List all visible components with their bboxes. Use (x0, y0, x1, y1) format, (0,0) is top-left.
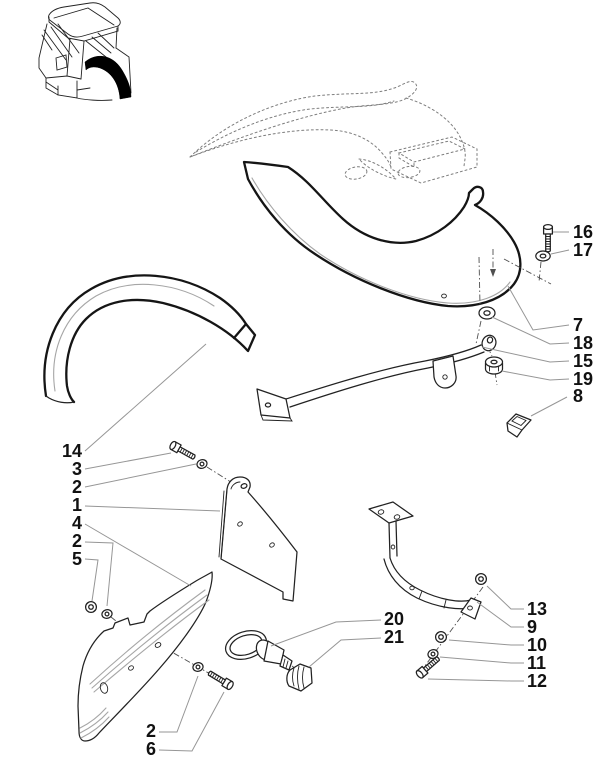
leader-line-6 (158, 691, 225, 752)
leader-line-5 (84, 558, 99, 602)
nut-19 (484, 356, 504, 375)
leader-line-17 (550, 249, 570, 255)
fender-right (242, 160, 522, 308)
callout-19[interactable]: 19 (573, 369, 593, 389)
fender-bolt-hole (441, 293, 447, 299)
callout-7[interactable]: 7 (573, 315, 583, 335)
leader-line-14 (84, 343, 207, 452)
bolt-12 (414, 654, 442, 680)
callout-20[interactable]: 20 (384, 609, 404, 629)
washer-2b (100, 607, 114, 621)
leader-line-11 (439, 656, 524, 664)
leader-line-12 (427, 678, 524, 682)
callout-21[interactable]: 21 (384, 627, 404, 647)
highlighted-fender (84, 55, 132, 100)
callout-11[interactable]: 11 (527, 653, 546, 673)
callout-16[interactable]: 16 (573, 222, 593, 242)
arrow-down (490, 269, 496, 277)
leader-line-2c (159, 675, 199, 733)
leader-line-3 (84, 452, 172, 470)
callout-2b[interactable]: 2 (72, 531, 82, 551)
callout-14[interactable]: 14 (62, 441, 82, 461)
extension-panel (77, 571, 213, 742)
callout-9[interactable]: 9 (527, 617, 537, 637)
leader-line-9 (476, 601, 524, 628)
bolt-6 (205, 668, 236, 692)
leader-line-13 (486, 585, 524, 610)
leader-line-2a (84, 463, 197, 488)
nut-5 (84, 600, 98, 614)
callout-12[interactable]: 12 (527, 671, 547, 691)
bolt-3 (168, 439, 198, 462)
bolt-16 (542, 223, 554, 253)
leader-line-20 (270, 619, 382, 647)
leader-line-15 (481, 346, 570, 363)
cab-window-hatching (41, 23, 115, 61)
leader-line-7 (507, 285, 570, 331)
callout-13[interactable]: 13 (527, 599, 547, 619)
callout-2a[interactable]: 2 (72, 477, 82, 497)
clip-8 (506, 413, 532, 438)
callout-1[interactable]: 1 (72, 495, 82, 515)
callout-8[interactable]: 8 (573, 386, 583, 406)
latch-pin (224, 629, 293, 671)
leader-line-10 (448, 639, 524, 646)
mud-plate (218, 476, 298, 602)
callout-4[interactable]: 4 (72, 513, 82, 533)
leader-line-4 (84, 523, 192, 587)
leader-line-1 (84, 505, 221, 512)
callout-5[interactable]: 5 (72, 549, 82, 569)
leader-line-19 (501, 370, 570, 381)
nut-10 (434, 630, 448, 644)
ghost-body-outline (189, 81, 478, 184)
support-rod (256, 334, 497, 422)
callout-15[interactable]: 15 (573, 351, 593, 371)
callout-2c[interactable]: 2 (146, 721, 156, 741)
callout-6[interactable]: 6 (146, 739, 156, 759)
nut-13 (474, 572, 488, 586)
leader-line-18 (491, 316, 570, 345)
callout-18[interactable]: 18 (573, 333, 593, 353)
cab-thumbnail (38, 2, 132, 101)
leader-line-2b (84, 541, 114, 607)
leader-line-8 (530, 396, 568, 417)
washer-18 (478, 306, 496, 320)
callout-17[interactable]: 17 (573, 240, 593, 260)
callout-10[interactable]: 10 (527, 635, 547, 655)
washer-17 (535, 250, 551, 262)
callout-3[interactable]: 3 (72, 459, 82, 479)
spring-clip-21 (286, 663, 313, 692)
fender-left (43, 274, 257, 404)
leader-line-21 (308, 637, 382, 668)
washer-2c (191, 660, 205, 674)
support-bracket (368, 501, 482, 620)
washer-2a (195, 457, 209, 471)
